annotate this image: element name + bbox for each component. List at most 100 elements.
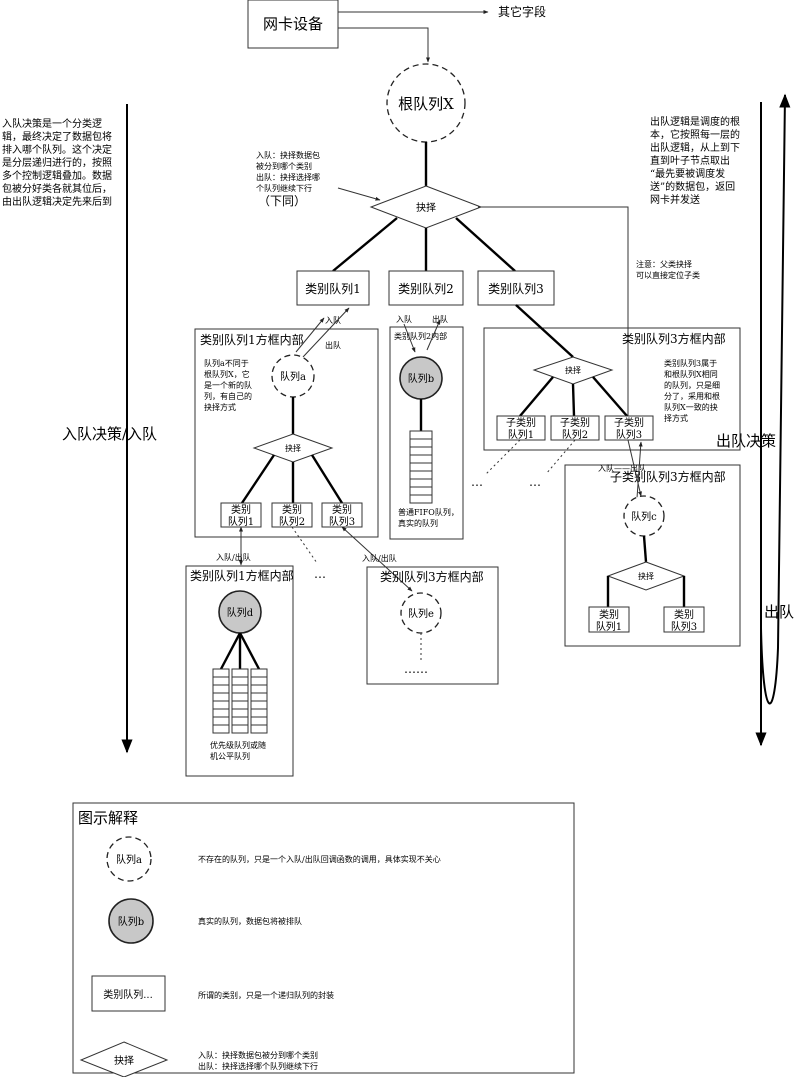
- frame3-note-1: 类别队列3属于: [664, 358, 717, 368]
- svg-text:类别队列2: 类别队列2: [398, 281, 454, 296]
- queue-cell: [231, 708, 249, 718]
- frame1-note-5: 抉择方式: [204, 402, 236, 412]
- frame1-enqueue-label: 入队: [325, 315, 341, 325]
- frame2-enqueue-arrow: [403, 323, 416, 353]
- dequeue-return-arrow: [760, 93, 791, 705]
- left-note-line-1: 入队决策是一个分类逻: [2, 117, 102, 130]
- right-note-line-3: 出队逻辑，从上到下: [650, 141, 740, 154]
- dequeue-side-label: 出队: [764, 603, 794, 621]
- frame-class1: [194, 328, 379, 538]
- frame3-note-4: 分了，采用和根: [664, 391, 720, 401]
- ellipsis-3: …: [314, 567, 326, 581]
- queue-e-label: 队列e: [408, 607, 434, 620]
- right-note-line-5: “最先要被调度发: [650, 167, 725, 180]
- frame1-branch-3: [310, 454, 344, 504]
- queue-cell: [409, 430, 433, 440]
- left-note-line-6: 包被分好类各就其位后，: [2, 182, 112, 195]
- queue-cell: [212, 668, 230, 678]
- queue-cell: [231, 700, 249, 710]
- frame3-note-5: 队列X一致的抉: [664, 402, 718, 412]
- frame3-note-3: 的队列，只是细: [664, 380, 720, 390]
- frame4-dequeue-arrow: [636, 441, 643, 499]
- branch-class1: [332, 217, 398, 272]
- svg-text:类别: 类别: [231, 503, 251, 516]
- frame3-note-2: 和根队列X相同: [664, 369, 718, 379]
- dequeue-decision-label: 出队决策: [716, 432, 776, 450]
- queue-cell: [212, 716, 230, 726]
- queue-cell: [231, 716, 249, 726]
- queue-cell: [231, 668, 249, 678]
- frame4-choose-diamond: [606, 561, 686, 591]
- frame1-enqueue-arrow: [295, 317, 325, 353]
- legend-title: 图示解释: [78, 809, 138, 827]
- queue-cell: [409, 462, 433, 472]
- right-note-line-1: 出队逻辑是调度的根: [650, 115, 740, 128]
- svg-text:队列1: 队列1: [228, 515, 254, 528]
- queue-cell: [231, 676, 249, 686]
- legend-frame: [72, 802, 575, 1074]
- left-note-line-5: 多个控制逻辑叠加。数据: [2, 169, 112, 182]
- nic-device: 网卡设备: [247, 0, 339, 49]
- frame4-sub-2: 类别 队列3: [663, 606, 705, 633]
- frame-class3: [483, 327, 741, 451]
- frame1-dequeue-label: 出队: [325, 340, 341, 350]
- queue-cell: [250, 700, 268, 710]
- svg-text:类别: 类别: [332, 503, 352, 516]
- svg-text:队列3: 队列3: [671, 620, 697, 633]
- priority-stacks: [212, 668, 268, 734]
- root-note-line-2: 被分到哪个类别: [256, 161, 312, 171]
- frame1-note-2: 根队列X，它: [204, 369, 250, 379]
- queue-cell: [250, 716, 268, 726]
- queue-b-label: 队列b: [408, 372, 434, 385]
- priority-cells-2: [231, 668, 249, 734]
- frame-class2-title: 类别队列2内部: [394, 331, 447, 341]
- legend-class-box-icon: [91, 975, 166, 1012]
- direct-note-line-1: 注意：父类抉择: [636, 259, 692, 269]
- class-queue-3-box: 类别队列3: [477, 270, 555, 306]
- queue-cell: [250, 676, 268, 686]
- nic-to-root-arrow: [338, 27, 430, 63]
- queue-c-label: 队列c: [631, 510, 657, 523]
- queue-a-label: 队列a: [280, 370, 306, 383]
- root-note-arrow: [337, 187, 381, 201]
- legend-text-4b: 出队：抉择选择哪个队列继续下行: [198, 1061, 318, 1071]
- direct-locate-line: [478, 206, 629, 428]
- frame-class3-level2: [366, 566, 499, 685]
- other-fields-label: 其它字段: [498, 4, 546, 19]
- queue-cell: [212, 724, 230, 734]
- legend-symbol-2: 队列b: [118, 915, 144, 928]
- nic-label: 网卡设备: [263, 15, 323, 33]
- frame-class1-title: 类别队列1方框内部: [200, 332, 304, 347]
- legend-virtual-queue-icon: [106, 836, 152, 882]
- priority-cells-1: [212, 668, 230, 734]
- class3-to-frame3-choose: [515, 304, 574, 358]
- frame1-choose-label: 抉择: [285, 443, 301, 453]
- priority-cells-3: [250, 668, 268, 734]
- queue-cell: [250, 692, 268, 702]
- left-note-line-2: 辑，最终决定了数据包将: [2, 130, 112, 143]
- legend-text-4a: 入队：抉择数据包被分到哪个类别: [198, 1050, 318, 1060]
- frame4-sub-1: 类别 队列1: [588, 606, 630, 633]
- frame6-dots: ……: [404, 662, 428, 676]
- queue-cell: [212, 676, 230, 686]
- branch-class3: [455, 217, 516, 272]
- frame-subclass3: [564, 464, 741, 647]
- left-note-line-7: 由出队逻辑决定先来后到: [2, 195, 112, 208]
- root-queue-label: 根队列X: [398, 95, 454, 113]
- svg-text:队列2: 队列2: [279, 515, 305, 528]
- queue-cell: [212, 708, 230, 718]
- frame3-dotted-2: [545, 439, 576, 475]
- frame6-link-arrow: [341, 526, 413, 592]
- svg-text:类别: 类别: [599, 608, 619, 621]
- queue-cell: [409, 438, 433, 448]
- queue-cell: [212, 692, 230, 702]
- root-note-line-4: 个队列继续下行: [256, 183, 312, 193]
- queue-d-branch-3: [238, 632, 261, 670]
- root-note-line-3: 出队：抉择选择哪: [256, 172, 320, 182]
- left-note-line-3: 排入哪个队列。这个决定: [2, 143, 112, 156]
- direct-note-line-2: 可以直接定位子类: [636, 270, 700, 280]
- right-note-line-2: 本，它按照每一层的: [650, 128, 740, 141]
- frame2-note-2: 真实的队列: [398, 518, 438, 528]
- root-note-tail: （下同）: [258, 194, 306, 208]
